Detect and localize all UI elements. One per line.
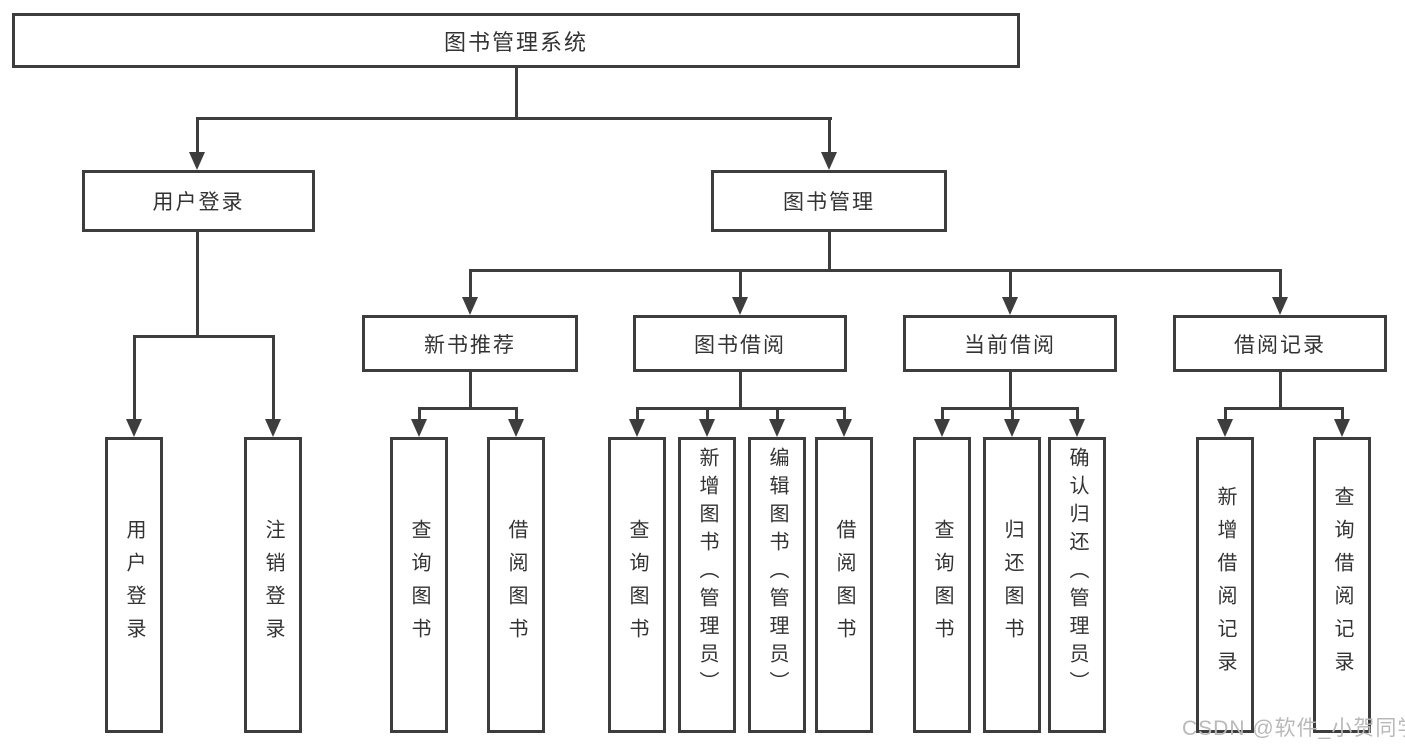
connector-line [272,335,275,419]
arrow-down-icon [508,419,524,437]
connector-line [1009,269,1012,297]
connector-line [1279,269,1282,297]
connector-line [515,68,518,120]
leaf-label: 查询图书 [931,519,953,651]
connector-line [1341,407,1344,421]
connector-line [1224,407,1227,421]
arrow-down-icon [699,419,715,437]
leaf-label: 借阅图书 [833,519,855,651]
arrow-down-icon [1069,419,1085,437]
connector-line [196,232,199,338]
node-user-login: 用户登录 [82,170,315,232]
leaf-add-books-admin: 新增图书（管理员） [678,437,736,733]
arrow-down-icon [189,152,205,170]
leaf-label: 查询借阅记录 [1331,486,1353,684]
connector-line [636,407,846,410]
leaf-label: 借阅图书 [505,519,527,651]
connector-line [843,407,846,421]
connector-line [1009,372,1012,409]
node-new-book-recommend: 新书推荐 [362,315,578,372]
leaf-logout: 注销登录 [244,437,302,733]
leaf-confirm-return-admin: 确认归还（管理员） [1048,437,1106,733]
leaf-add-borrow-record: 新增借阅记录 [1196,437,1254,733]
leaf-edit-books-admin: 编辑图书（管理员） [748,437,806,733]
connector-line [515,407,518,421]
connector-line [941,407,944,421]
leaf-user-login: 用户登录 [105,437,163,733]
arrow-down-icon [265,419,281,437]
node-book-borrow: 图书借阅 [633,315,847,372]
connector-line [706,407,709,421]
arrow-down-icon [1002,297,1018,315]
leaf-label: 用户登录 [123,519,145,651]
leaf-label: 查询图书 [408,519,430,651]
arrow-down-icon [1217,419,1233,437]
leaf-label: 确认归还（管理员） [1066,447,1088,699]
leaf-borrow-books: 借阅图书 [487,437,545,733]
arrow-down-icon [126,419,142,437]
connector-line [941,407,1079,410]
arrow-down-icon [769,419,785,437]
leaf-label: 新增借阅记录 [1214,486,1236,684]
node-current-borrow: 当前借阅 [903,315,1117,372]
connector-line [196,117,832,120]
connector-line [469,372,472,409]
leaf-query-books: 查询图书 [390,437,448,733]
connector-line [133,335,136,419]
leaf-query-books: 查询图书 [608,437,666,733]
connector-line [418,407,421,421]
leaf-label: 查询图书 [626,519,648,651]
node-library-system: 图书管理系统 [12,13,1020,68]
leaf-query-borrow-record: 查询借阅记录 [1313,437,1371,733]
connector-line [418,407,518,410]
connector-line [828,117,831,153]
connector-line [1011,407,1014,421]
leaf-label: 新增图书（管理员） [696,447,718,699]
connector-line [776,407,779,421]
arrow-down-icon [1004,419,1020,437]
arrow-down-icon [732,297,748,315]
arrow-down-icon [821,152,837,170]
leaf-query-books: 查询图书 [913,437,971,733]
arrow-down-icon [629,419,645,437]
connector-line [1279,372,1282,409]
arrow-down-icon [462,297,478,315]
connector-line [739,372,742,409]
arrow-down-icon [934,419,950,437]
leaf-label: 编辑图书（管理员） [766,447,788,699]
leaf-label: 归还图书 [1001,519,1023,651]
connector-line [636,407,639,421]
node-borrow-records: 借阅记录 [1173,315,1387,372]
arrow-down-icon [1334,419,1350,437]
connector-line [828,232,831,272]
connector-line [1076,407,1079,421]
connector-line [196,117,199,153]
node-book-management: 图书管理 [711,170,947,232]
connector-line [739,269,742,297]
connector-line [1224,407,1344,410]
arrow-down-icon [1272,297,1288,315]
leaf-borrow-books: 借阅图书 [815,437,873,733]
arrow-down-icon [411,419,427,437]
leaf-label: 注销登录 [262,519,284,651]
connector-line [469,269,472,297]
connector-line [469,269,1282,272]
csdn-watermark: CSDN @软件_小贺同学 [1182,717,1405,740]
arrow-down-icon [836,419,852,437]
connector-line [133,335,275,338]
leaf-return-books: 归还图书 [983,437,1041,733]
